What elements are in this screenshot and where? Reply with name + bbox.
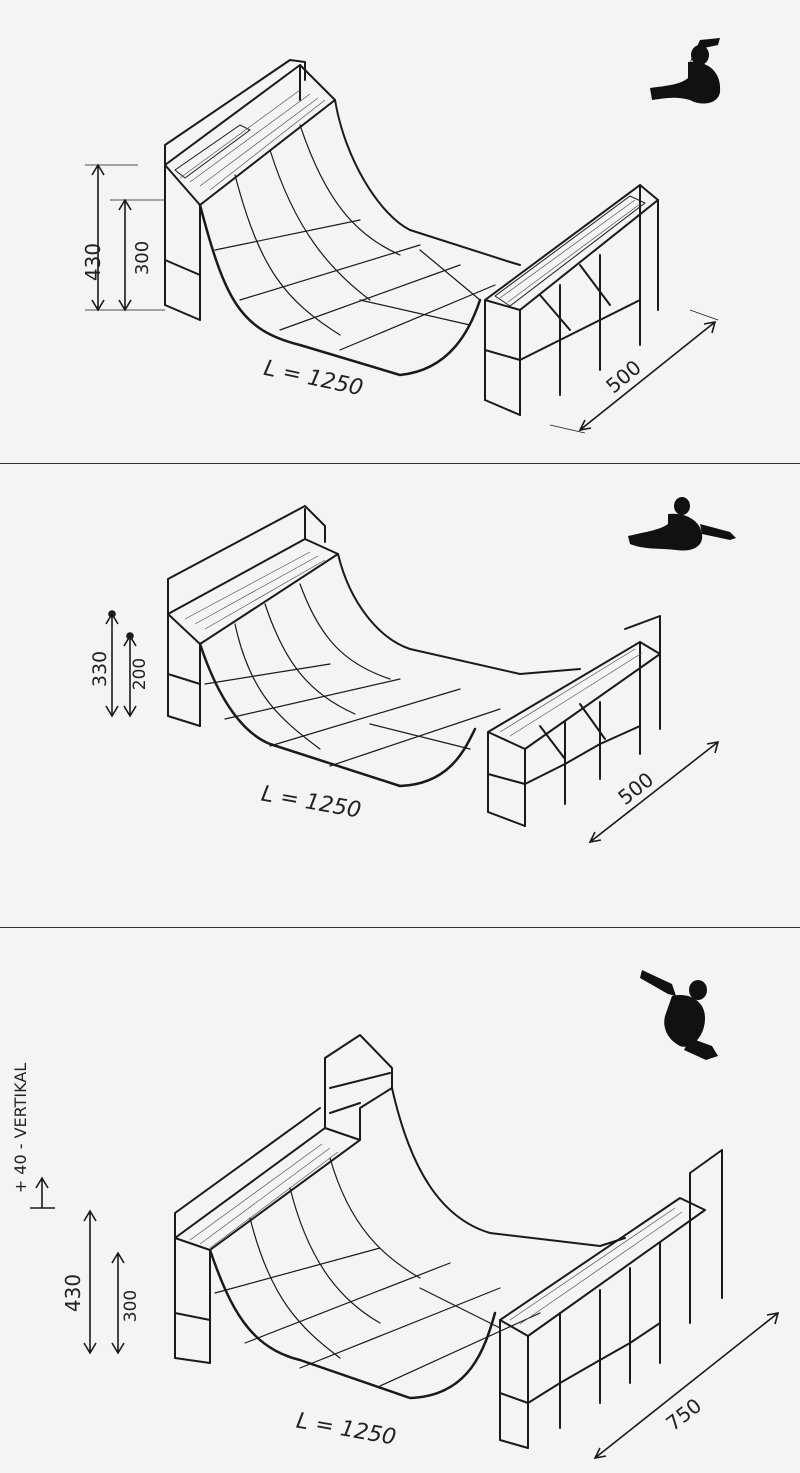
ramp-3-drawing: + 40 - VERTIKAL 430 300 L = 1250 750 (11, 970, 780, 1460)
ramp-1-drawing: 430 300 L = 1250 500 (81, 38, 721, 434)
ramp-2-width-label: 500 (613, 767, 658, 809)
ramp-panel-1: 430 300 L = 1250 500 (0, 0, 800, 462)
ramp-1-length-label: L = 1250 (262, 356, 366, 401)
ramp-3-extension-label: + 40 - VERTIKAL (11, 1063, 30, 1193)
ramp-1-height-transition: 300 (132, 241, 153, 275)
skateboarder-silhouette-icon (650, 38, 721, 104)
ramp-1-height-total: 430 (81, 243, 105, 281)
skateboarder-silhouette-icon (640, 970, 718, 1060)
skateboarder-silhouette-icon (628, 497, 736, 551)
divider-2 (0, 927, 800, 928)
ramp-3-height-total: 430 (61, 1274, 85, 1312)
divider-1 (0, 463, 800, 464)
ramp-2-height-transition: 200 (130, 658, 150, 690)
ramp-3-height-transition: 300 (121, 1290, 141, 1322)
ramp-panel-3: + 40 - VERTIKAL 430 300 L = 1250 750 (0, 928, 800, 1469)
ramp-3-length-label: L = 1250 (294, 1409, 397, 1451)
ramp-1-width-label: 500 (601, 355, 646, 398)
ramp-2-drawing: 330 200 L = 1250 500 (89, 497, 736, 844)
ramp-2-length-label: L = 1250 (259, 782, 362, 824)
ramp-2-height-total: 330 (89, 651, 111, 687)
ramp-panel-2: 330 200 L = 1250 500 (0, 464, 800, 926)
